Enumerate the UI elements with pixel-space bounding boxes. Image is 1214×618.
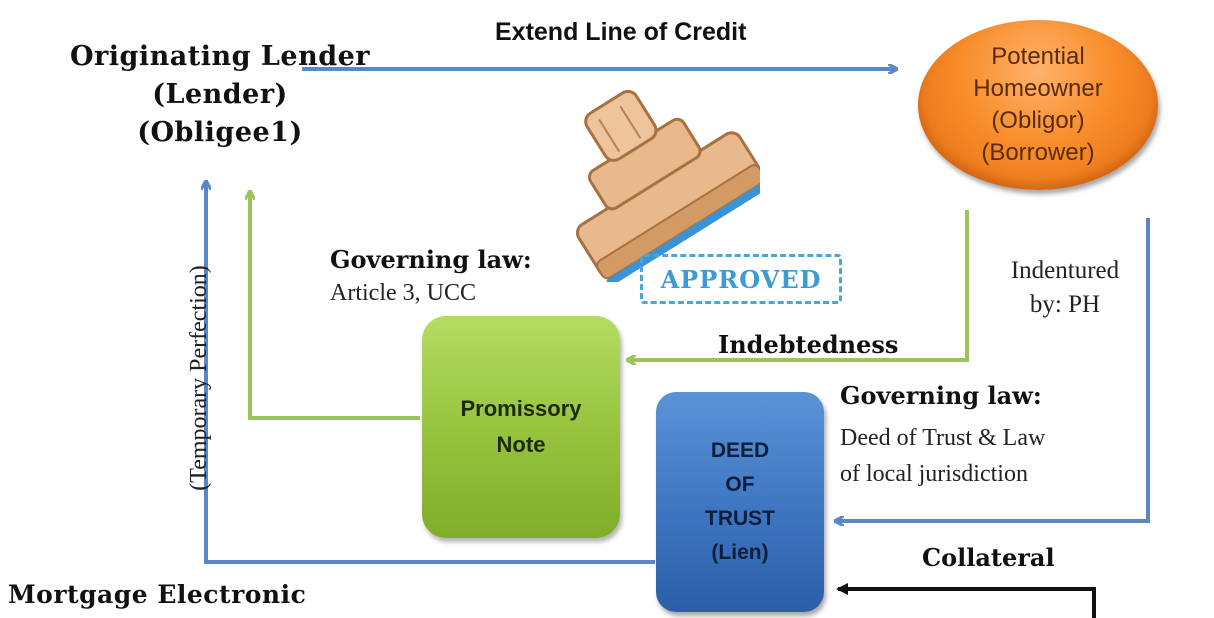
indentured-line-1: Indentured — [1010, 257, 1120, 284]
indentured-line-2: by: PH — [1029, 291, 1101, 318]
note-governing-law-heading: Governing law: — [330, 245, 532, 274]
mers-label: Mortgage Electronic — [8, 580, 307, 609]
deed-line-1: DEED — [710, 439, 770, 462]
homeowner-line-2: Homeowner — [973, 75, 1103, 102]
deed-line-3: TRUST — [705, 507, 775, 530]
homeowner-node: Potential Homeowner (Obligor) (Borrower) — [918, 20, 1158, 190]
homeowner-to-deed-arrow — [836, 218, 1150, 521]
deed-governing-law-text: Deed of Trust & Law of local jurisdictio… — [840, 420, 1140, 492]
homeowner-line-1: Potential — [991, 43, 1085, 70]
originating-lender-label: Originating Lender (Lender) (Obligee1) — [40, 38, 400, 152]
homeowner-line-4: (Borrower) — [981, 139, 1095, 166]
lender-line-3: (Obligee1) — [137, 117, 303, 148]
indebtedness-arrow — [628, 210, 969, 360]
temporary-perfection-text: (Temporary Perfection) — [186, 265, 212, 491]
deed-governing-law-line-2: of local jurisdiction — [840, 461, 1028, 487]
note-governing-law-text: Article 3, UCC — [330, 280, 476, 306]
collateral-arrow — [836, 583, 1096, 618]
indentured-label: Indentured by: PH — [990, 254, 1140, 322]
deed-governing-law-heading: Governing law: — [840, 381, 1042, 410]
deed-line-4: (Lien) — [711, 541, 769, 564]
deed-line-2: OF — [725, 473, 755, 496]
promissory-note-node: Promissory Note — [422, 316, 620, 538]
deed-to-lender-arrow — [206, 182, 655, 564]
promissory-note-line-1: Promissory — [460, 396, 582, 421]
promissory-note-line-2: Note — [496, 432, 546, 457]
temporary-perfection-label: (Temporary Perfection) — [186, 228, 216, 528]
note-to-lender-arrow — [250, 192, 420, 420]
approved-stamp-text: APPROVED — [660, 264, 822, 294]
lender-line-2: (Lender) — [152, 79, 288, 110]
indebtedness-label: Indebtedness — [718, 330, 899, 359]
deed-governing-law-line-1: Deed of Trust & Law — [840, 425, 1046, 451]
extend-credit-label: Extend Line of Credit — [495, 18, 747, 46]
deed-of-trust-node: DEED OF TRUST (Lien) — [656, 392, 824, 612]
collateral-label: Collateral — [922, 543, 1055, 572]
homeowner-line-3: (Obligor) — [991, 107, 1085, 134]
stamp-icon — [575, 89, 760, 282]
lender-line-1: Originating Lender — [70, 41, 370, 72]
approved-stamp: APPROVED — [640, 254, 842, 304]
